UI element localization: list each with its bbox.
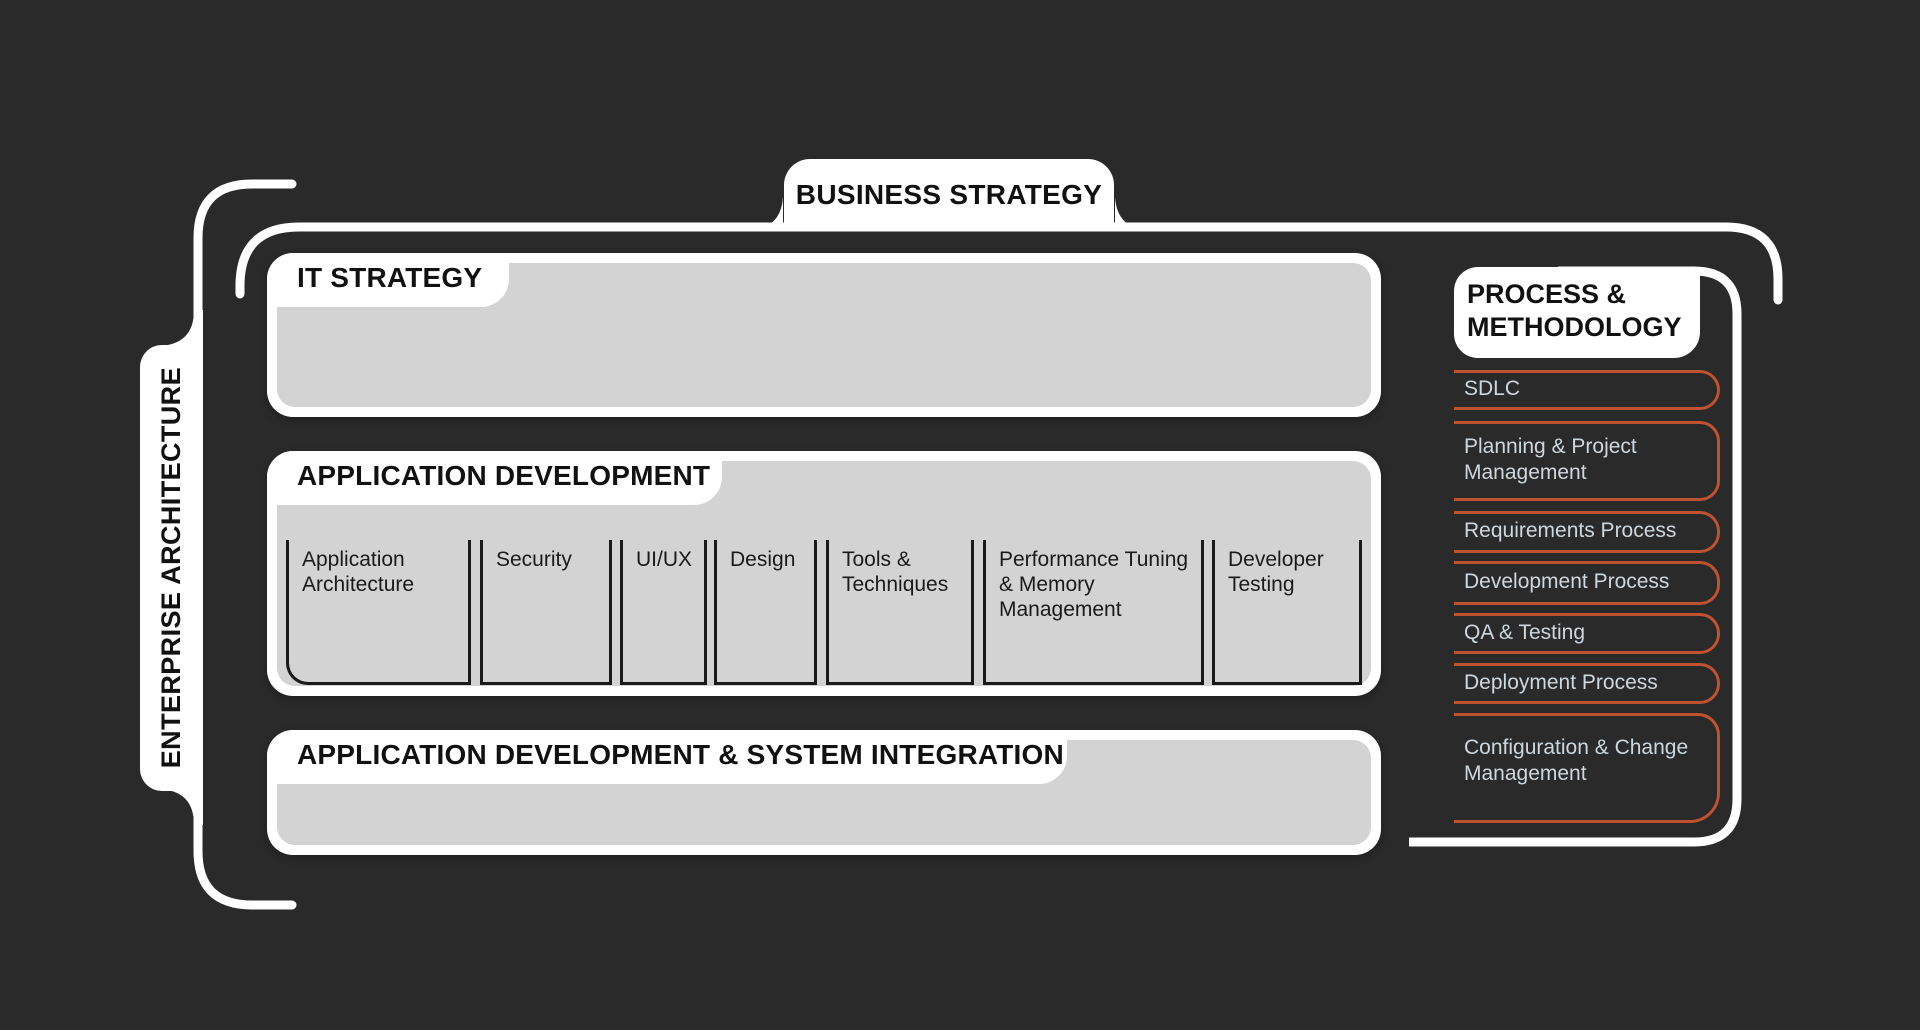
- app-dev-system-integration-panel: APPLICATION DEVELOPMENT & SYSTEM INTEGRA…: [267, 730, 1381, 855]
- enterprise-architecture-label: ENTERPRISE ARCHITECTURE: [156, 367, 186, 769]
- app-dev-system-integration-tab: APPLICATION DEVELOPMENT & SYSTEM INTEGRA…: [267, 730, 1067, 784]
- subbox-application-architecture: Application Architecture: [286, 540, 471, 685]
- business-tab-left-flare: [748, 197, 783, 231]
- business-strategy-label: BUSINESS STRATEGY: [795, 179, 1103, 210]
- process-methodology-tab: PROCESS & METHODOLOGY: [1454, 267, 1700, 358]
- process-item-requirements-process: Requirements Process: [1454, 511, 1720, 553]
- subbox-security: Security: [480, 540, 612, 685]
- subbox-developer-testing: Developer Testing: [1212, 540, 1362, 685]
- application-development-title: APPLICATION DEVELOPMENT: [297, 460, 711, 491]
- application-development-subboxes: Application Architecture Security UI/UX …: [267, 540, 1381, 685]
- enterprise-architecture-tab: ENTERPRISE ARCHITECTURE: [140, 345, 203, 791]
- business-tab-right-flare: [1115, 197, 1150, 231]
- process-item-development-process: Development Process: [1454, 561, 1720, 605]
- subbox-design: Design: [714, 540, 817, 685]
- subbox-performance-tuning: Performance Tuning & Memory Management: [983, 540, 1204, 685]
- application-development-tab: APPLICATION DEVELOPMENT: [267, 451, 722, 505]
- subbox-tools-techniques: Tools & Techniques: [826, 540, 974, 685]
- process-item-planning-project-management: Planning & Project Management: [1454, 421, 1720, 501]
- business-strategy-tab: BUSINESS STRATEGY: [784, 159, 1114, 231]
- process-item-deployment-process: Deployment Process: [1454, 663, 1720, 704]
- subbox-ui-ux: UI/UX: [620, 540, 707, 685]
- process-item-qa-testing: QA & Testing: [1454, 613, 1720, 654]
- ea-tab-bottom-flare: [158, 789, 203, 825]
- process-methodology-title: PROCESS & METHODOLOGY: [1467, 278, 1682, 342]
- app-dev-system-integration-title: APPLICATION DEVELOPMENT & SYSTEM INTEGRA…: [297, 739, 1064, 770]
- process-item-sdlc: SDLC: [1454, 370, 1720, 410]
- ea-tab-top-flare: [158, 310, 203, 346]
- process-item-configuration-change-management: Configuration & Change Management: [1454, 713, 1720, 823]
- it-strategy-title: IT STRATEGY: [297, 262, 483, 293]
- it-strategy-tab: IT STRATEGY: [267, 253, 509, 307]
- application-development-panel: APPLICATION DEVELOPMENT Application Arch…: [267, 451, 1381, 696]
- it-strategy-panel: IT STRATEGY: [267, 253, 1381, 417]
